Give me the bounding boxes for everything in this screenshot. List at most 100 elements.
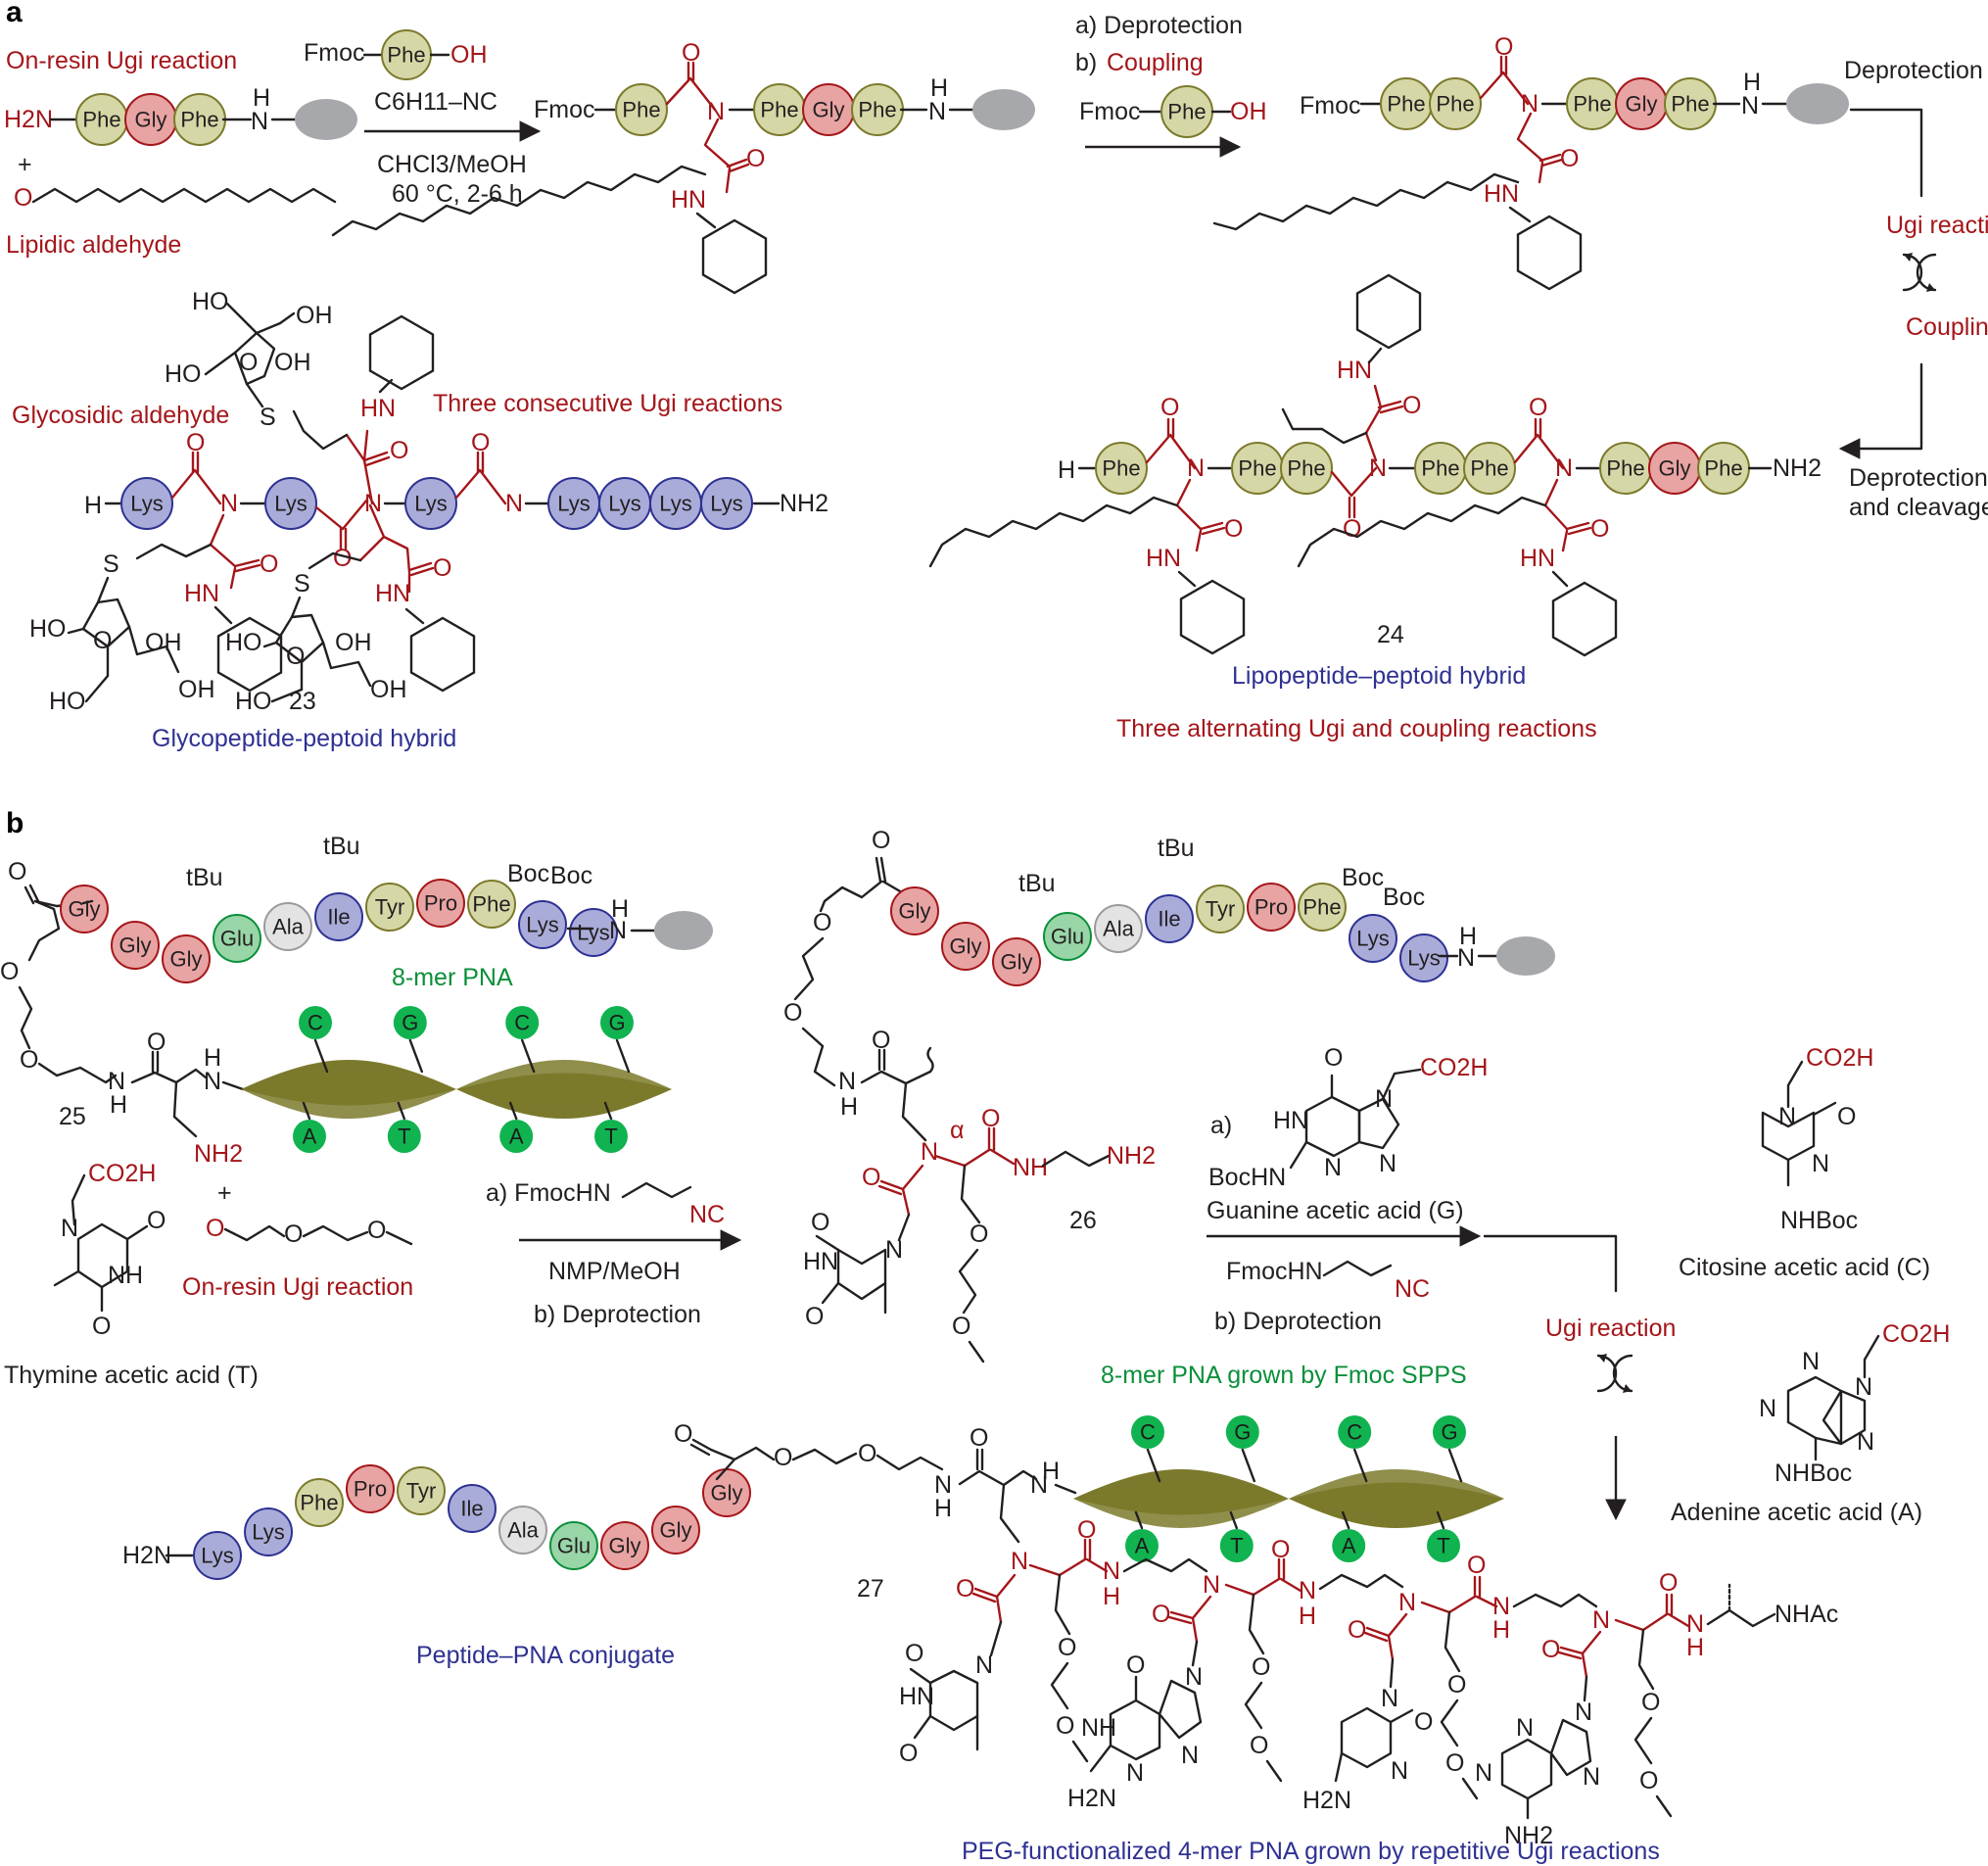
pna-backbone bbox=[241, 1060, 672, 1119]
guanine-label: Guanine acetic acid (G) bbox=[1207, 1197, 1464, 1224]
residue-phe: Phe bbox=[75, 93, 128, 146]
n-label: N bbox=[707, 98, 725, 125]
n-label: N bbox=[1299, 1577, 1316, 1604]
ugi-reaction-b: Ugi reaction bbox=[1545, 1315, 1676, 1342]
n-label: N bbox=[975, 1651, 993, 1679]
o-label: O bbox=[1529, 394, 1547, 421]
pna-base-label: G bbox=[1234, 1420, 1251, 1445]
boc-label: Boc bbox=[1342, 864, 1384, 891]
svg-text:Gly: Gly bbox=[813, 98, 845, 122]
ho-label: HO bbox=[29, 615, 67, 643]
h-label: H bbox=[934, 1495, 952, 1522]
h-label: H bbox=[253, 84, 270, 112]
n-label: N bbox=[1187, 455, 1205, 482]
n-label: N bbox=[1759, 1395, 1776, 1422]
tbu-label: tBu bbox=[1018, 870, 1056, 897]
pna-grown-label: 8-mer PNA grown by Fmoc SPPS bbox=[1101, 1362, 1467, 1389]
boc-label: Boc bbox=[507, 860, 549, 887]
residue-lys: Lys bbox=[649, 477, 702, 530]
n-label: N bbox=[1203, 1571, 1220, 1599]
residue-phe: Phe bbox=[1298, 883, 1347, 932]
svg-text:Phe: Phe bbox=[300, 1491, 338, 1515]
step1-deprotection: b) Deprotection bbox=[534, 1301, 701, 1328]
residue-ala: Ala bbox=[498, 1506, 547, 1555]
svg-text:Lys: Lys bbox=[252, 1520, 284, 1545]
residue-phe: Phe bbox=[1697, 442, 1750, 495]
o-label: O bbox=[1659, 1569, 1678, 1597]
adenine-acetic-acid: CO2H N N N N NHBoc Adenine acetic acid (… bbox=[1671, 1320, 1950, 1526]
o-label: O bbox=[1077, 1516, 1096, 1544]
residue-lys: Lys bbox=[518, 900, 567, 949]
on-resin-ugi-label-b: On-resin Ugi reaction bbox=[182, 1273, 413, 1301]
residue-lys: Lys bbox=[193, 1531, 242, 1580]
svg-text:Gly: Gly bbox=[1626, 92, 1658, 117]
residue-phe: Phe bbox=[467, 880, 516, 929]
phe-text: Phe bbox=[622, 98, 660, 122]
o-label: O bbox=[1494, 33, 1513, 61]
svg-text:Gly: Gly bbox=[609, 1534, 641, 1558]
h-label: H bbox=[1492, 1616, 1510, 1644]
residue-gly: Gly bbox=[651, 1506, 700, 1555]
o-label: O bbox=[284, 1220, 303, 1248]
step1-nc: NC bbox=[689, 1201, 725, 1228]
o-label: O bbox=[682, 39, 700, 67]
three-consecutive-label: Three consecutive Ugi reactions bbox=[433, 390, 782, 417]
pna-base-G bbox=[1225, 1415, 1259, 1449]
o-label: O bbox=[952, 1313, 970, 1340]
residue-lys: Lys bbox=[569, 908, 618, 957]
compound-23-label: 23 bbox=[289, 688, 316, 715]
o-label: O bbox=[811, 1209, 829, 1236]
residue-gly: Gly bbox=[1648, 442, 1701, 495]
h2n-label: H2N bbox=[122, 1542, 171, 1569]
nhboc-label: NHBoc bbox=[1775, 1459, 1852, 1487]
residue-gly: Gly bbox=[1615, 77, 1668, 130]
o-label: O bbox=[872, 1027, 890, 1054]
s-label: S bbox=[294, 570, 310, 598]
oh-label: OH bbox=[1230, 98, 1267, 125]
h-label: H bbox=[1299, 1603, 1316, 1630]
svg-text:Pro: Pro bbox=[354, 1477, 387, 1502]
pna-base-A bbox=[1332, 1529, 1366, 1562]
o-label: O bbox=[1126, 1651, 1145, 1679]
n-label: N bbox=[934, 1471, 952, 1499]
plus-sign: + bbox=[18, 151, 32, 178]
resin-bead bbox=[295, 99, 357, 140]
residue-gly: Gly bbox=[111, 921, 160, 970]
residue-gly: Gly bbox=[124, 93, 177, 146]
isocyanide-label: C6H11–NC bbox=[374, 88, 497, 116]
n-label: N bbox=[1103, 1557, 1120, 1585]
residue-ala: Ala bbox=[1094, 904, 1143, 953]
o-label: O bbox=[1343, 515, 1361, 543]
residue-gly: Gly bbox=[60, 885, 109, 933]
svg-text:Phe: Phe bbox=[1573, 92, 1611, 117]
svg-text:Lys: Lys bbox=[1356, 927, 1389, 951]
fmoc-label-2: Fmoc bbox=[534, 96, 595, 123]
hn-label: HN bbox=[1520, 545, 1555, 572]
residue-lys: Lys bbox=[1399, 933, 1448, 982]
thymine-acetic-acid: CO2H N O NH O Thymine acetic acid (T) bbox=[4, 1160, 259, 1389]
ho-label: HO bbox=[165, 360, 202, 388]
h-label: H bbox=[204, 1044, 221, 1072]
o-label: O bbox=[1160, 394, 1179, 421]
residue-lys: Lys bbox=[1349, 914, 1397, 963]
o-label: O bbox=[1639, 1767, 1658, 1794]
n-label: N bbox=[1516, 1714, 1534, 1742]
svg-text:Ile: Ile bbox=[460, 1497, 483, 1521]
o-label: O bbox=[433, 554, 451, 582]
o-label: O bbox=[1467, 1552, 1486, 1579]
o-label: O bbox=[1271, 1536, 1290, 1563]
o-label: O bbox=[93, 627, 112, 654]
n-label: N bbox=[1011, 1548, 1028, 1575]
nh2-label: NH2 bbox=[1773, 455, 1822, 482]
svg-text:Tyr: Tyr bbox=[375, 895, 405, 920]
ho-label: HO bbox=[225, 629, 262, 656]
step-a-label: a) Deprotection bbox=[1075, 12, 1243, 39]
svg-text:Gly: Gly bbox=[170, 947, 203, 972]
pna-base-A bbox=[499, 1120, 534, 1153]
pna-base-label: C bbox=[514, 1011, 530, 1035]
lipidic-aldehyde-label: Lipidic aldehyde bbox=[6, 231, 181, 259]
n-label: N bbox=[1492, 1593, 1510, 1620]
co2h-label: CO2H bbox=[1420, 1054, 1488, 1081]
